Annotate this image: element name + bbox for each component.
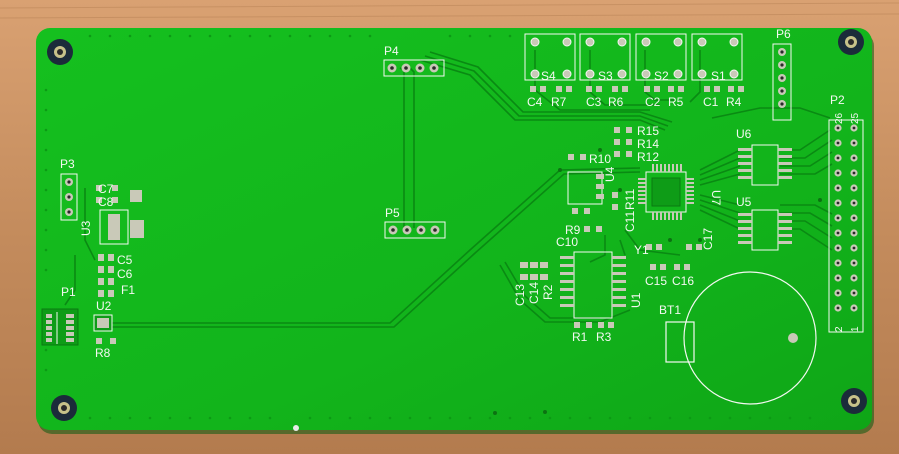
label-u2: U2 [96,299,112,313]
label-p6: P6 [776,27,791,41]
usb-connector-p1 [41,308,79,346]
battery-holder-bt1 [665,271,817,405]
label-r9: R9 [565,223,581,237]
label-r15: R15 [637,124,659,138]
label-p2-pin-1: 1 [850,326,861,332]
label-r11: R11 [623,189,637,210]
header-p4 [383,59,445,77]
label-c3: C3 [586,95,602,109]
label-c1: C1 [703,95,719,109]
label-u5: U5 [736,195,752,209]
label-c10: C10 [556,235,578,249]
label-p2: P2 [830,93,845,107]
switch-s4 [524,33,576,81]
label-c13: C13 [513,284,527,306]
ic-u1 [560,251,626,319]
label-c5: C5 [117,253,133,267]
label-f1: F1 [121,283,135,297]
label-c6: C6 [117,267,133,281]
label-c7: C7 [98,182,114,196]
label-p2-pin-25: 25 [850,112,861,124]
label-r12: R12 [637,150,659,164]
label-r3: R3 [596,330,612,344]
label-p3: P3 [60,157,75,171]
switch-s3 [579,33,631,81]
mcu-u7 [638,164,694,220]
label-u1: U1 [629,292,643,308]
label-r6: R6 [608,95,624,109]
label-s2: S2 [654,69,669,83]
label-s3: S3 [598,69,613,83]
label-p4: P4 [384,44,399,58]
switch-s2 [635,33,687,81]
label-r4: R4 [726,95,742,109]
label-c11: C11 [623,211,637,232]
label-c14: C14 [527,282,541,304]
label-c17: C17 [701,228,715,250]
label-r8: R8 [95,346,111,360]
mounting-hole-top-left [47,39,73,65]
label-c16: C16 [672,274,694,288]
label-s4: S4 [541,69,556,83]
label-c4: C4 [527,95,543,109]
header-p6 [772,43,792,121]
copper-traces [64,50,833,328]
label-s1: S1 [711,69,726,83]
label-u3: U3 [79,220,93,236]
label-c2: C2 [645,95,661,109]
label-y1: Y1 [634,243,649,257]
silkscreen-labels: P1 U2 R8 P3 C7 C8 U3 C5 C6 F1 P4 P5 S4 S… [60,27,861,360]
label-r2: R2 [541,284,555,300]
ic-u4 [567,171,604,205]
label-bt1: BT1 [659,303,681,317]
label-r10: R10 [589,152,611,166]
label-p2-pin-2: 2 [834,326,845,332]
header-p2 [828,119,864,333]
label-r1: R1 [572,330,588,344]
label-u6: U6 [736,127,752,141]
label-c15: C15 [645,274,667,288]
label-u7: U7 [709,190,723,206]
label-p5: P5 [385,206,400,220]
label-u4: U4 [603,166,617,182]
mounting-hole-bottom-left [51,395,77,421]
header-p3 [60,173,78,221]
label-r7: R7 [551,95,567,109]
label-r5: R5 [668,95,684,109]
ic-u5 [738,209,792,251]
label-p2-pin-26: 26 [834,112,845,124]
ic-u2 [93,314,113,332]
header-p5 [384,221,446,239]
label-p1: P1 [61,285,76,299]
mounting-hole-top-right [838,29,864,55]
ic-u6 [738,144,792,186]
switch-s1 [691,33,743,81]
label-c8: C8 [98,195,114,209]
mounting-hole-bottom-right [841,388,867,414]
regulator-u3 [99,190,144,245]
label-r14: R14 [637,137,659,151]
